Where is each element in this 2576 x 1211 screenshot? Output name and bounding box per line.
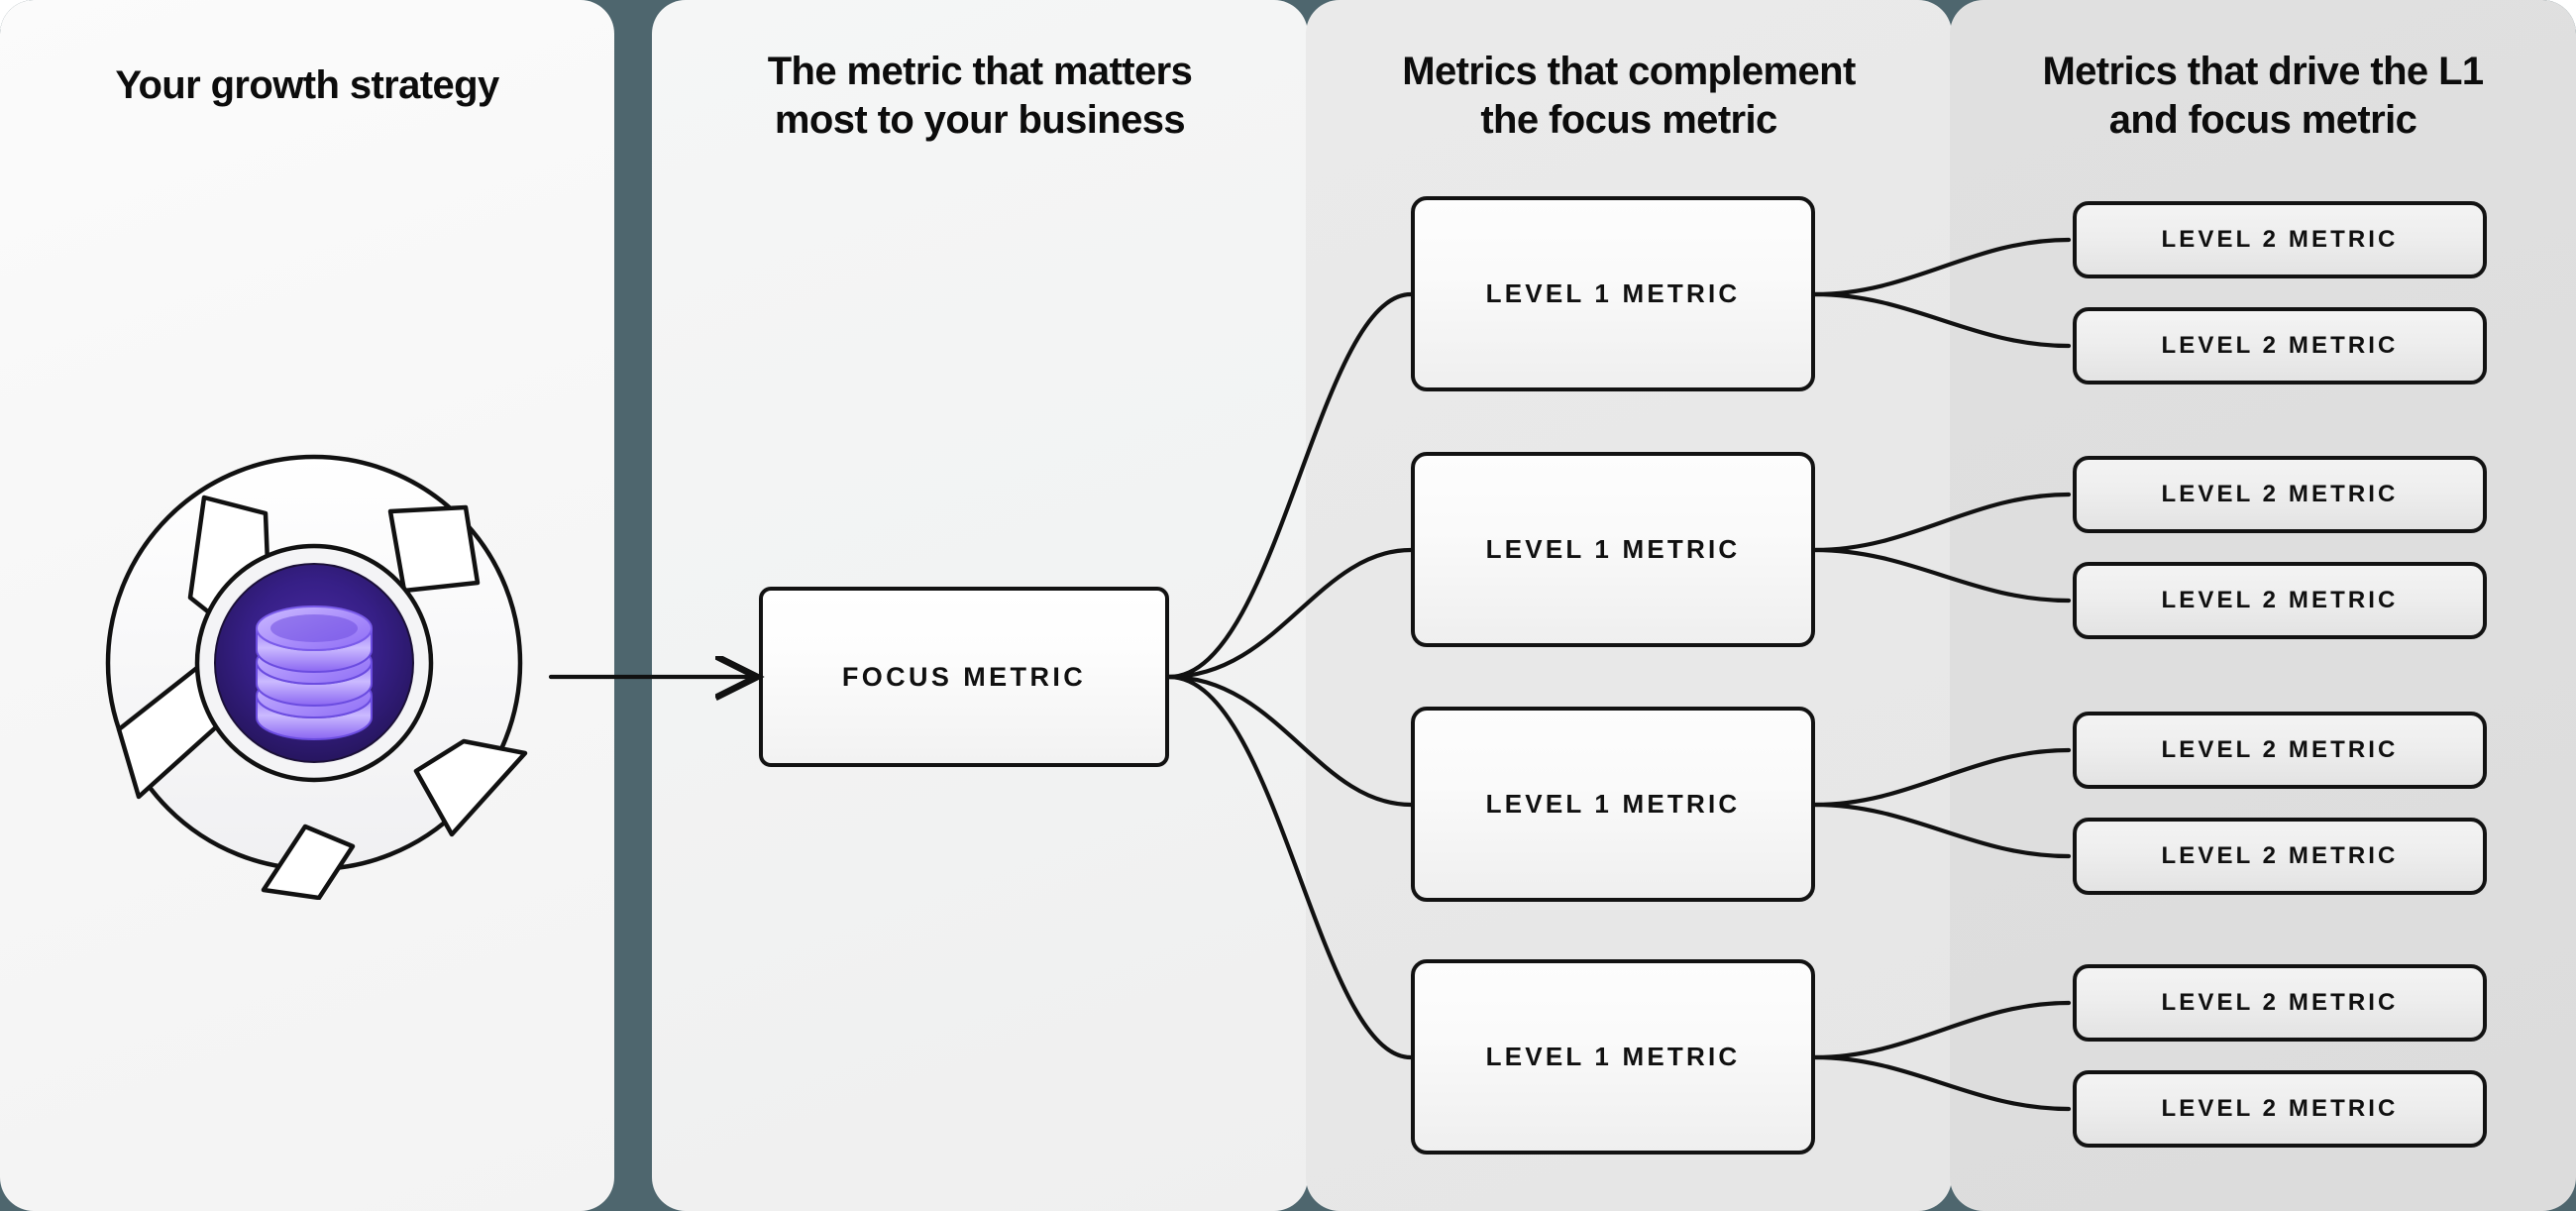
level2-metric-node-3a[interactable]: LEVEL 2 METRIC [2073, 712, 2487, 789]
level2-metric-node-2a[interactable]: LEVEL 2 METRIC [2073, 456, 2487, 533]
level2-metric-node-4a[interactable]: LEVEL 2 METRIC [2073, 964, 2487, 1042]
level1-metric-node-3[interactable]: LEVEL 1 METRIC [1411, 707, 1815, 902]
level2-metric-node-2b[interactable]: LEVEL 2 METRIC [2073, 562, 2487, 639]
level2-metric-node-1a[interactable]: LEVEL 2 METRIC [2073, 201, 2487, 278]
level2-metric-node-3b[interactable]: LEVEL 2 METRIC [2073, 818, 2487, 895]
column-title-level2: Metrics that drive the L1 and focus metr… [2042, 50, 2484, 142]
database-icon [256, 606, 373, 740]
column-title-level1: Metrics that complement the focus metric [1402, 50, 1856, 142]
level2-metric-node-1b[interactable]: LEVEL 2 METRIC [2073, 307, 2487, 385]
focus-metric-node[interactable]: FOCUS METRIC [759, 587, 1169, 767]
growth-strategy-graphic [105, 454, 528, 900]
level1-metric-node-1[interactable]: LEVEL 1 METRIC [1411, 196, 1815, 391]
level1-metric-node-2[interactable]: LEVEL 1 METRIC [1411, 452, 1815, 647]
level2-metric-node-4b[interactable]: LEVEL 2 METRIC [2073, 1070, 2487, 1148]
level1-metric-node-4[interactable]: LEVEL 1 METRIC [1411, 959, 1815, 1155]
column-title-strategy: Your growth strategy [115, 63, 499, 107]
column-title-focus: The metric that matters most to your bus… [767, 50, 1193, 142]
